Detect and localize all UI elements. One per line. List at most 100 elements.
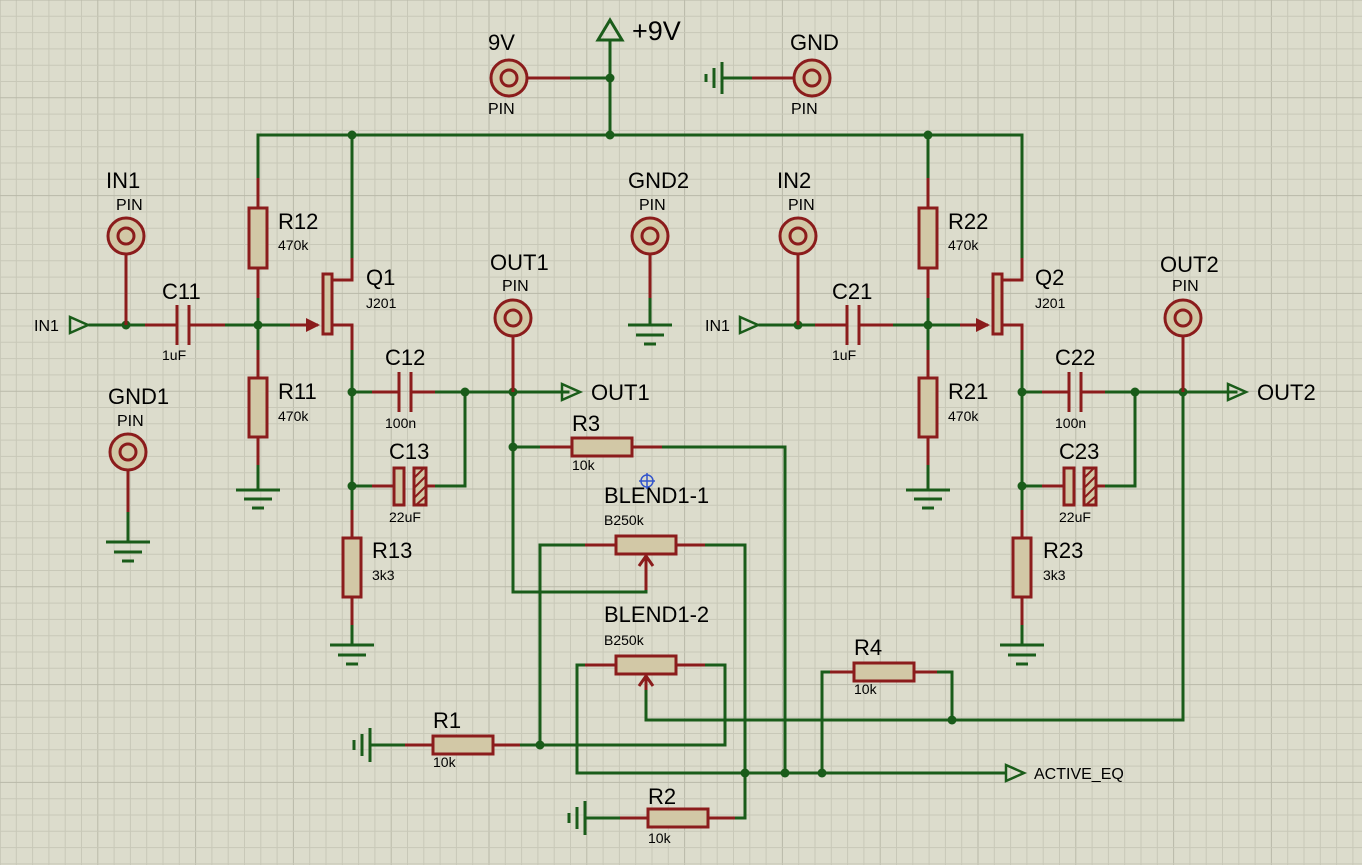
resistor-ref: R1 [433, 708, 461, 733]
resistor-value: 470k [278, 408, 309, 424]
pin-in1[interactable]: IN1 PIN [106, 168, 146, 325]
junction [347, 387, 357, 397]
ground-symbol-r13[interactable] [330, 643, 374, 666]
resistor-r3[interactable]: R3 10k [540, 411, 662, 473]
pin-ref: 9V [488, 30, 515, 55]
pin-ref: GND [790, 30, 839, 55]
junction [817, 768, 827, 778]
transistor-ref: Q2 [1035, 265, 1064, 290]
potentiometer-blend1-2[interactable]: BLEND1-2 B250k [585, 602, 709, 690]
capacitor-ref: C21 [832, 279, 872, 304]
power-9v-terminal[interactable]: +9V [595, 16, 681, 46]
resistor-r22[interactable]: R22 470k [917, 178, 988, 298]
junction [347, 130, 357, 140]
terminal-label: OUT1 [591, 380, 650, 405]
pin-ref: GND2 [628, 168, 689, 193]
capacitor-c11[interactable]: C11 1uF [145, 279, 225, 363]
terminal-label: ACTIVE_EQ [1034, 766, 1124, 783]
pin-ref: IN2 [777, 168, 811, 193]
capacitor-ref: C13 [389, 439, 429, 464]
ground-symbol-gnd1[interactable] [106, 512, 150, 563]
junction [923, 320, 933, 330]
capacitor-value: 22uF [1059, 509, 1091, 525]
capacitor-c21[interactable]: C21 1uF [815, 279, 893, 363]
ground-symbol-r11[interactable] [236, 488, 280, 510]
pin-type: PIN [502, 278, 529, 295]
junction [605, 73, 615, 83]
transistor-q2[interactable]: Q2 J201 [960, 258, 1066, 350]
transistor-q1[interactable]: Q1 J201 [290, 258, 397, 350]
capacitor-c12[interactable]: C12 100n [372, 345, 435, 431]
capacitor-ref: C23 [1059, 439, 1099, 464]
junction [947, 715, 957, 725]
resistor-r2[interactable]: R2 10k [620, 784, 735, 846]
capacitor-c23[interactable]: C23 22uF [1042, 439, 1105, 525]
pin-type: PIN [639, 197, 666, 214]
resistor-r21[interactable]: R21 470k [917, 350, 988, 465]
resistor-value: 10k [648, 830, 672, 846]
pin-ref: GND1 [108, 384, 169, 409]
resistor-r1[interactable]: R1 10k [405, 708, 520, 770]
resistor-value: 3k3 [1043, 567, 1066, 583]
junction [780, 768, 790, 778]
terminal-label: IN1 [34, 318, 59, 335]
transistor-value: J201 [366, 295, 397, 311]
pin-type: PIN [117, 413, 144, 430]
capacitor-value: 100n [1055, 415, 1086, 431]
pin-type: PIN [116, 197, 143, 214]
capacitor-ref: C11 [162, 279, 201, 304]
potentiometer-blend1-1[interactable]: BLEND1-1 B250k [585, 483, 709, 590]
ground-symbol-r23[interactable] [1000, 643, 1044, 666]
wires [88, 38, 1238, 820]
transistor-value: J201 [1035, 295, 1066, 311]
junction [508, 442, 518, 452]
ground-symbol-gnd2[interactable] [628, 298, 672, 346]
resistor-r12[interactable]: R12 470k [247, 178, 318, 298]
ground-symbol-r21[interactable] [906, 488, 950, 510]
output-terminal-out2[interactable]: OUT2 [1226, 380, 1316, 405]
output-terminal-active-eq[interactable]: ACTIVE_EQ [1004, 763, 1124, 783]
junction [535, 740, 545, 750]
pin-out1[interactable]: OUT1 PIN [490, 250, 549, 392]
transistor-ref: Q1 [366, 265, 395, 290]
output-terminal-out1[interactable]: OUT1 [560, 380, 650, 405]
resistor-r13[interactable]: R13 3k3 [341, 510, 412, 625]
cursor-crosshair-icon [639, 473, 655, 489]
resistor-ref: R21 [948, 379, 988, 404]
capacitor-value: 22uF [389, 509, 421, 525]
junction [923, 130, 933, 140]
pin-out2[interactable]: OUT2 PIN [1160, 252, 1219, 392]
pin-type: PIN [488, 101, 515, 118]
junction [253, 320, 263, 330]
resistor-ref: R23 [1043, 538, 1083, 563]
pin-9v[interactable]: 9V PIN [488, 30, 570, 118]
capacitor-value: 1uF [832, 347, 856, 363]
pin-gnd[interactable]: GND PIN [752, 30, 839, 118]
junction [605, 130, 615, 140]
potentiometer-value: B250k [604, 512, 645, 528]
pin-in2[interactable]: IN2 PIN [777, 168, 818, 325]
input-terminal-in1-right[interactable]: IN1 [705, 315, 762, 335]
junction [740, 768, 750, 778]
resistor-r11[interactable]: R11 470k [247, 350, 317, 465]
potentiometer-ref: BLEND1-1 [604, 483, 709, 508]
pin-ref: OUT1 [490, 250, 549, 275]
ground-symbol-r1[interactable] [352, 728, 372, 762]
input-terminal-in1-left[interactable]: IN1 [34, 315, 92, 335]
resistor-value: 470k [948, 408, 979, 424]
pin-gnd2[interactable]: GND2 PIN [628, 168, 689, 298]
resistor-ref: R22 [948, 209, 988, 234]
resistor-value: 470k [948, 237, 979, 253]
resistor-r4[interactable]: R4 10k [830, 635, 937, 697]
resistor-r23[interactable]: R23 3k3 [1011, 510, 1083, 625]
resistor-value: 10k [854, 681, 878, 697]
ground-symbol-gnd[interactable] [704, 62, 724, 94]
junction [1017, 387, 1027, 397]
capacitor-value: 100n [385, 415, 416, 431]
capacitor-c22[interactable]: C22 100n [1042, 345, 1105, 431]
capacitor-c13[interactable]: C13 22uF [372, 439, 435, 525]
pin-gnd1[interactable]: GND1 PIN [108, 384, 169, 512]
potentiometer-value: B250k [604, 632, 645, 648]
ground-symbol-r2[interactable] [567, 801, 587, 835]
